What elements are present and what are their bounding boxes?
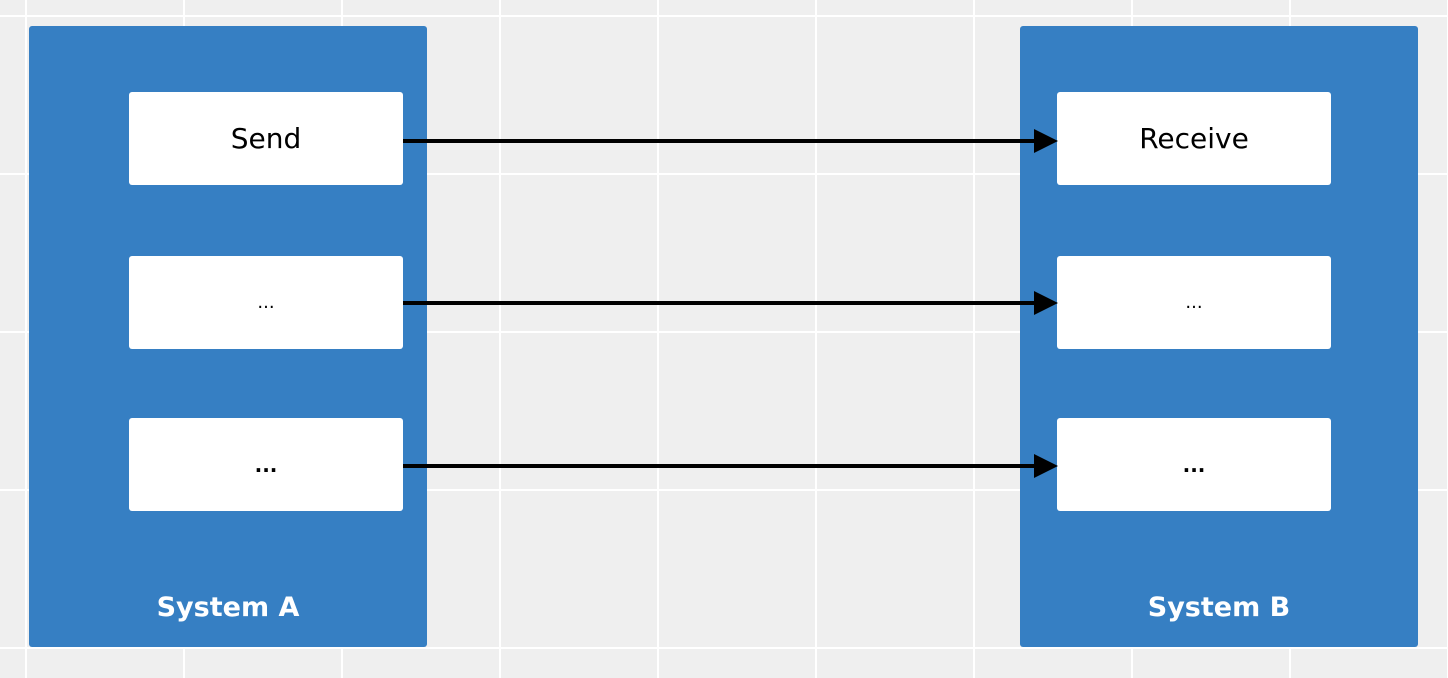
system-b-label: System B: [1147, 592, 1291, 623]
system-a-item-3-box[interactable]: ...: [129, 418, 403, 511]
send-box-label: Send: [230, 122, 302, 155]
system-b-item-2-box[interactable]: ...: [1057, 256, 1331, 349]
system-a-item-2-box[interactable]: ...: [129, 256, 403, 349]
system-a-container: Send ... ... System A: [29, 26, 427, 647]
system-a-item-3-label: ...: [254, 452, 278, 477]
receive-box[interactable]: Receive: [1057, 92, 1331, 185]
system-a-item-2-label: ...: [257, 292, 275, 313]
send-box[interactable]: Send: [129, 92, 403, 185]
receive-box-label: Receive: [1139, 122, 1249, 155]
system-b-item-3-box[interactable]: ...: [1057, 418, 1331, 511]
system-b-item-3-label: ...: [1182, 452, 1206, 477]
system-b-container: Receive ... ... System B: [1020, 26, 1418, 647]
system-b-item-2-label: ...: [1185, 292, 1203, 313]
system-a-label: System A: [156, 592, 300, 623]
